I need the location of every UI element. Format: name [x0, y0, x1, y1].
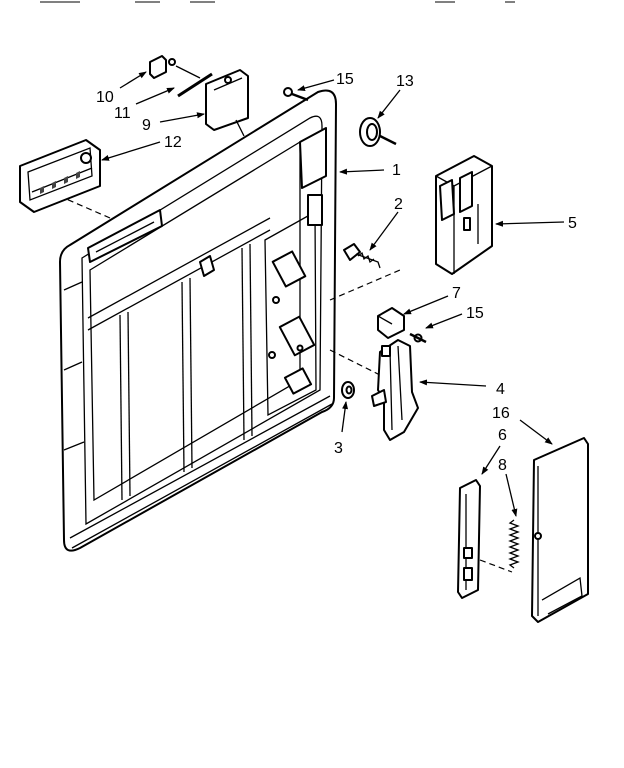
latch-clip-part — [377, 307, 427, 344]
leader-lines — [101, 71, 565, 517]
side-panel-part — [531, 437, 589, 623]
callout-labels: 1 2 3 4 5 6 7 8 9 10 11 12 13 15 15 16 — [96, 71, 577, 474]
washer-part — [341, 381, 355, 399]
dispenser-housing-part — [435, 155, 493, 275]
clip-and-pin-parts — [149, 55, 213, 98]
callout-3: 3 — [334, 440, 343, 457]
callout-9: 9 — [142, 117, 151, 134]
callout-8: 8 — [498, 457, 507, 474]
vent-cover-part — [205, 69, 249, 137]
callout-6: 6 — [498, 427, 507, 444]
door-handle-part — [19, 139, 101, 213]
callout-7: 7 — [452, 285, 461, 302]
callout-5: 5 — [568, 215, 577, 232]
callout-1: 1 — [392, 162, 401, 179]
inner-door-panel — [59, 89, 401, 552]
knob-part — [359, 117, 397, 147]
callout-4: 4 — [496, 381, 505, 398]
latch-spring-part — [343, 243, 381, 269]
callout-15-top: 15 — [336, 71, 354, 88]
callout-16: 16 — [492, 405, 510, 422]
callout-11: 11 — [114, 105, 131, 122]
callout-2: 2 — [394, 196, 403, 213]
spring-part — [479, 519, 520, 573]
latch-bracket-part — [457, 479, 481, 599]
callout-15-lower: 15 — [466, 305, 484, 322]
callout-12: 12 — [164, 134, 182, 151]
latch-assembly-part — [371, 339, 419, 441]
callout-10: 10 — [96, 89, 114, 106]
callout-13: 13 — [396, 73, 414, 90]
screw-top-part — [283, 87, 309, 102]
